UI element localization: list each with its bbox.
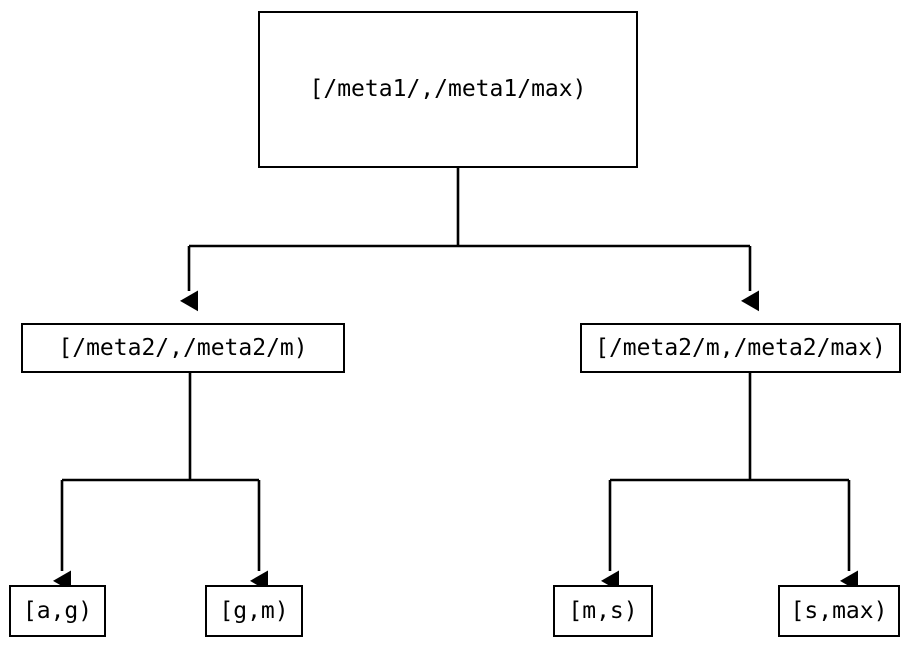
tree-node-leaf-smax-label: [s,max) xyxy=(790,597,888,624)
tree-node-leaf-ms[interactable]: [m,s) xyxy=(553,585,653,637)
tree-node-leaf-ag[interactable]: [a,g) xyxy=(9,585,106,637)
tree-node-leaf-ms-label: [m,s) xyxy=(568,597,638,624)
tree-node-leaf-ag-label: [a,g) xyxy=(22,597,93,624)
tree-node-mid-left[interactable]: [/meta2/,/meta2/m) xyxy=(21,323,345,373)
tree-node-leaf-smax[interactable]: [s,max) xyxy=(778,585,900,637)
edge-mid-right-bus xyxy=(610,373,849,482)
tree-node-mid-right[interactable]: [/meta2/m,/meta2/max) xyxy=(580,323,901,373)
tree-node-mid-right-label: [/meta2/m,/meta2/max) xyxy=(595,334,886,361)
edge-root-to-mid-bus xyxy=(189,168,750,248)
tree-node-leaf-gm-label: [g,m) xyxy=(219,597,289,624)
tree-node-leaf-gm[interactable]: [g,m) xyxy=(205,585,303,637)
tree-node-mid-left-label: [/meta2/,/meta2/m) xyxy=(58,334,308,361)
edge-mid-left-bus xyxy=(62,373,259,482)
tree-node-root-label: [/meta1/,/meta1/max) xyxy=(309,76,587,102)
tree-node-root[interactable]: [/meta1/,/meta1/max) xyxy=(258,11,638,168)
